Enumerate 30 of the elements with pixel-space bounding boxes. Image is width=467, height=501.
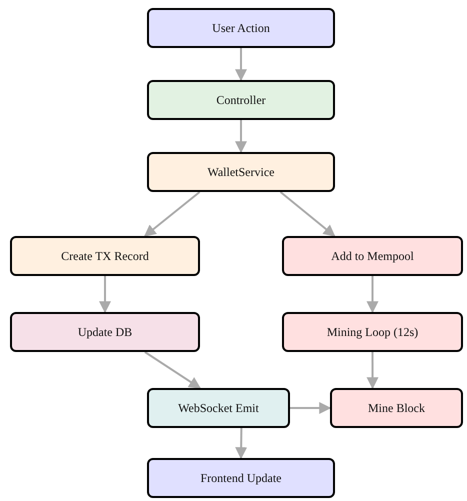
node-label: Mining Loop (12s) xyxy=(326,324,418,340)
arrow xyxy=(99,276,111,314)
process-box xyxy=(147,388,290,428)
process-box xyxy=(10,312,200,352)
node-label: Controller xyxy=(216,92,266,108)
node-label: Mine Block xyxy=(368,400,425,416)
process-box xyxy=(147,8,335,48)
process-box xyxy=(10,236,200,276)
node-label: Add to Mempool xyxy=(331,248,414,264)
node-label: Create TX Record xyxy=(61,248,149,264)
process-box xyxy=(147,458,335,498)
arrow xyxy=(235,428,248,460)
arrow xyxy=(366,352,379,390)
process-box xyxy=(282,236,463,276)
arrow xyxy=(235,48,247,82)
arrow xyxy=(144,351,201,389)
process-box xyxy=(147,152,335,192)
node-label: WebSocket Emit xyxy=(178,400,259,416)
node-label: User Action xyxy=(212,20,270,36)
node-label: WalletService xyxy=(207,164,274,180)
node-label: Frontend Update xyxy=(200,470,282,486)
arrow xyxy=(366,276,378,314)
arrow xyxy=(144,191,200,237)
node-label: Update DB xyxy=(78,324,132,340)
process-box xyxy=(147,80,335,120)
arrow xyxy=(280,191,336,237)
process-box xyxy=(330,388,463,428)
arrow xyxy=(235,120,247,154)
process-box xyxy=(282,312,463,352)
arrow xyxy=(290,402,332,414)
